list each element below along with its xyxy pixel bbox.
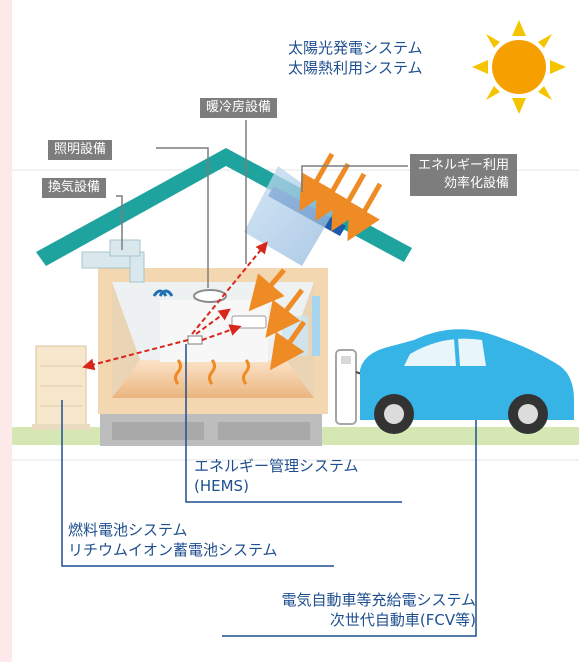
ev-charger: [335, 349, 383, 425]
diagram-panel: 太陽光発電システム 太陽熱利用システム エネルギー利用 効率化設備 暖冷房設備 …: [12, 0, 579, 662]
fuel-cell-label: 燃料電池システム リチウムイオン蓄電池システム: [68, 521, 278, 559]
hems-label: エネルギー管理システム (HEMS): [194, 457, 359, 495]
air-conditioner: [231, 315, 267, 329]
lighting-tag: 照明設備: [48, 140, 113, 160]
floor-heat-icon: [174, 359, 250, 385]
solar-system-label: 太陽光発電システム 太陽熱利用システム: [288, 39, 423, 77]
sun-icon: [472, 20, 566, 114]
ventilation-fan-icon: [152, 289, 174, 297]
energy-flow-arrows: [82, 241, 268, 371]
ceiling-light: [193, 289, 227, 303]
blue-leader-lines: [61, 344, 477, 637]
efficiency-panel: [244, 166, 336, 266]
sunlight-arrows: [248, 152, 383, 371]
heating-cooling-tag: 暖冷房設備: [200, 98, 278, 118]
electric-car: [360, 329, 574, 434]
ev-system-label: 電気自動車等充給電システム 次世代自動車(FCV等): [281, 591, 476, 629]
gray-leader-lines: [116, 120, 408, 288]
efficiency-equipment-tag: エネルギー利用 効率化設備: [410, 154, 518, 196]
hems-monitor: [187, 335, 203, 345]
house-illustration: [12, 20, 579, 637]
ventilation-tag: 換気設備: [42, 178, 107, 198]
ventilation-duct: [81, 239, 145, 283]
fuel-cell-unit: [32, 345, 90, 430]
